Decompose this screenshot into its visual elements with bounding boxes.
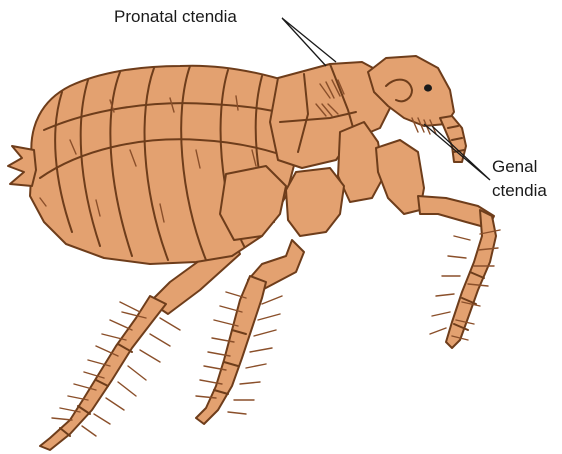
genal-ctendia-label-line2: ctendia [492,181,547,200]
pronatal-ctendia-label: Pronatal ctendia [114,7,237,26]
genal-ctendia-label-line1: Genal [492,157,537,176]
eye-icon [424,84,432,91]
pronatal-leader [282,18,336,66]
